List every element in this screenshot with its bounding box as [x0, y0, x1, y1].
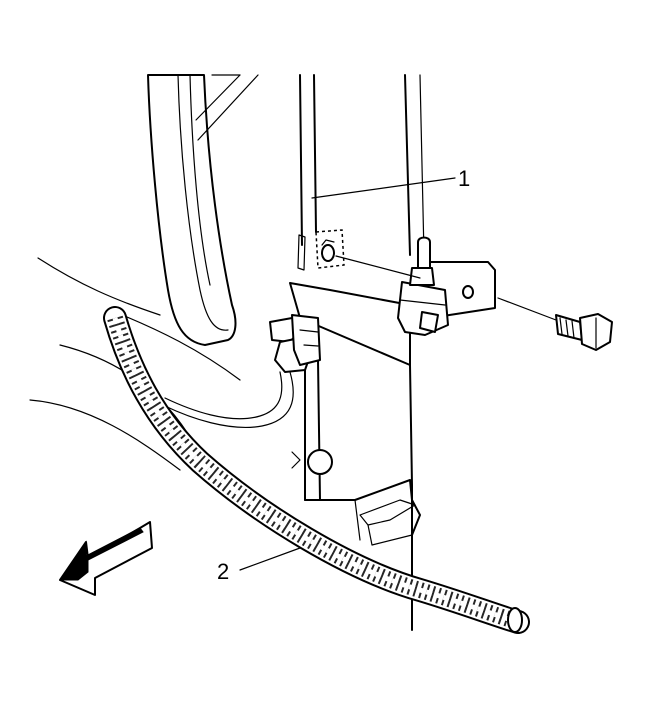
wiring-harness-conduit: [103, 306, 530, 634]
callout-leaders: [239, 177, 456, 571]
side-impact-sensor: [335, 236, 496, 336]
callout-2-label: 2: [217, 559, 230, 584]
bracket-locator: [315, 229, 345, 269]
door-frame-seal: [147, 74, 259, 346]
b-pillar: [291, 74, 425, 631]
bolt-icon: [497, 297, 613, 351]
callout-1-label: 1: [458, 166, 471, 191]
direction-arrow-icon: [59, 521, 153, 596]
sensor-connector: [164, 314, 321, 429]
